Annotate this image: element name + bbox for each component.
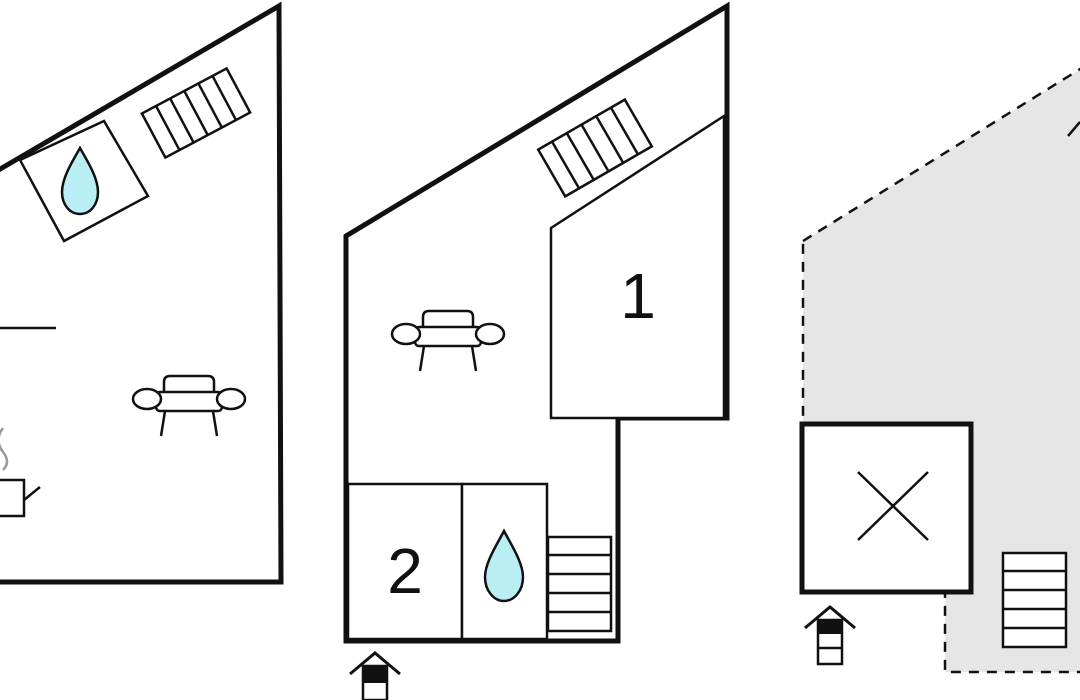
room-bedroom-1: 1 xyxy=(549,113,726,420)
water-drop-icon xyxy=(60,145,100,216)
room-bedroom-2: 2 xyxy=(346,482,464,641)
stairs-icon xyxy=(1001,551,1068,649)
middle-floor: 1 2 xyxy=(343,1,730,700)
water-drop-icon xyxy=(483,528,525,603)
partial-mark xyxy=(1067,121,1080,137)
room-1-label: 1 xyxy=(620,260,656,332)
stairs-icon xyxy=(536,97,654,199)
sofa-icon xyxy=(390,309,506,372)
entrance-icon xyxy=(349,651,401,700)
stairs-icon xyxy=(546,535,613,633)
void-cross-icon xyxy=(799,421,974,595)
stove-icon xyxy=(0,427,41,518)
stairs-icon xyxy=(140,66,252,160)
left-floor xyxy=(0,1,284,585)
entrance-icon xyxy=(804,605,856,666)
middle-bathroom xyxy=(460,482,549,641)
room-2-label: 2 xyxy=(387,535,423,607)
right-floor xyxy=(799,67,1080,674)
left-bathroom xyxy=(18,119,150,243)
sofa-icon xyxy=(131,374,247,437)
